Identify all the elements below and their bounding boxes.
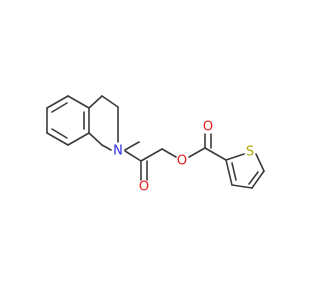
amide-linker — [124, 148, 177, 181]
thiophene-ring — [225, 153, 265, 189]
ester-oxygen-label: O — [177, 154, 187, 169]
molecule-diagram: N O O O S — [46, 95, 265, 195]
nitrogen-atom-label: N — [113, 144, 123, 159]
benzene-ring — [46, 95, 90, 146]
saturated-ring — [88, 95, 140, 151]
ester-carbonyl-oxygen-label: O — [203, 120, 213, 135]
amide-oxygen-label: O — [139, 180, 149, 195]
sulfur-atom-label: S — [246, 145, 254, 160]
ester-group — [188, 133, 227, 161]
